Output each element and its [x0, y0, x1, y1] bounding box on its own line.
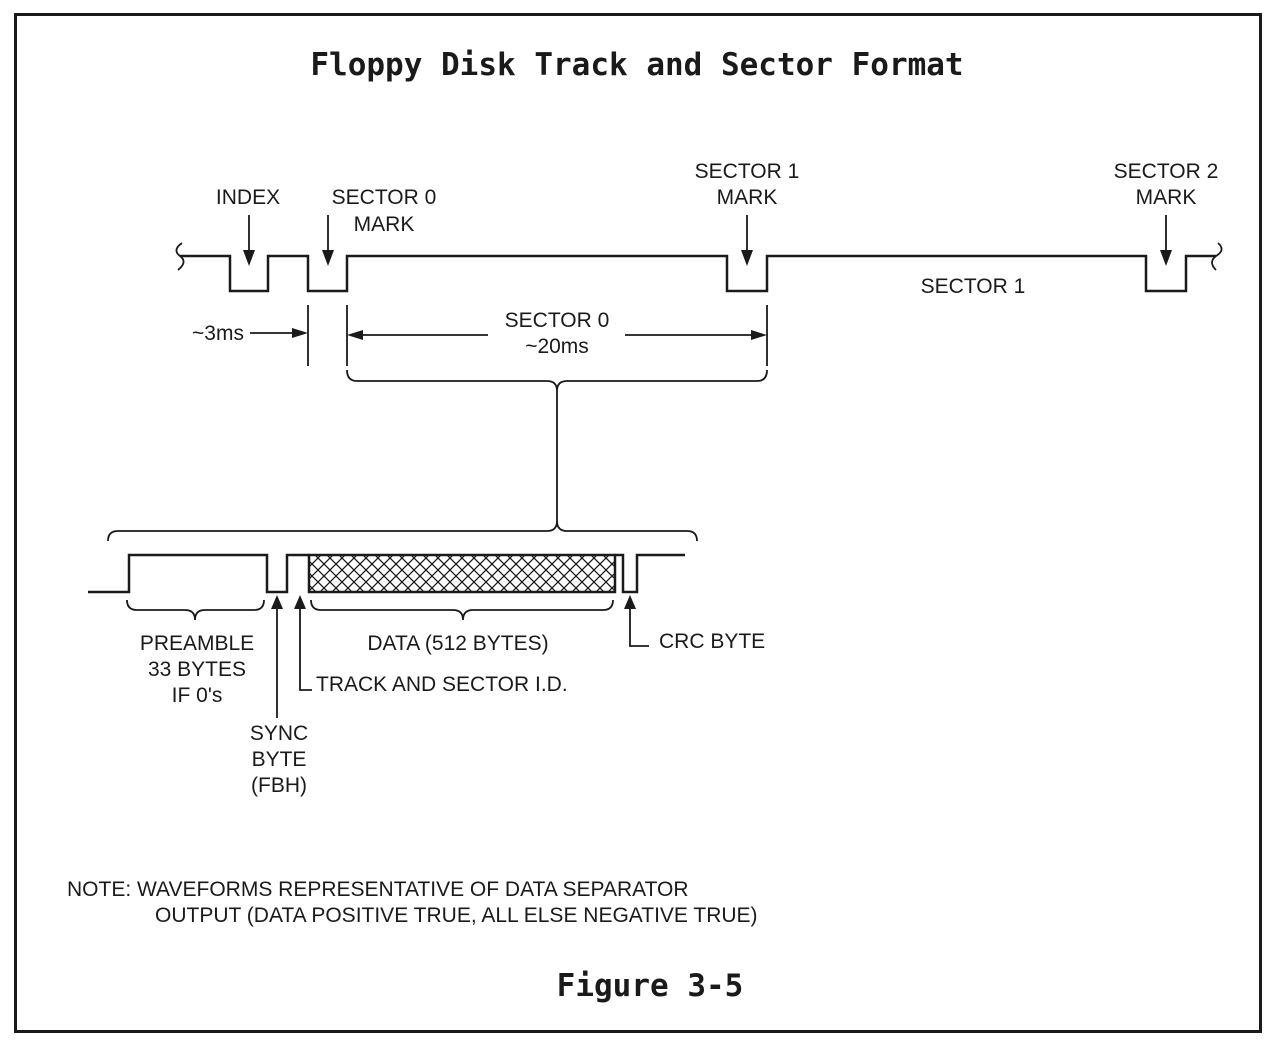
figure-frame	[14, 13, 1262, 1033]
break-mark-right	[1211, 242, 1223, 271]
preamble-label-line1: PREAMBLE	[140, 632, 254, 655]
sector0-mark-label-line2: MARK	[354, 213, 415, 236]
sync-label-line2: BYTE	[252, 748, 307, 771]
crc-leader	[629, 607, 649, 647]
detail-waveform-right	[615, 553, 685, 594]
top-waveform	[175, 242, 1223, 293]
gap-time-label: ~3ms	[192, 322, 244, 345]
sector1-region-label: SECTOR 1	[921, 275, 1026, 298]
data-label: DATA (512 BYTES)	[367, 632, 548, 655]
gap-dimension-arrowhead	[292, 328, 308, 338]
sector0-mark-arrowhead	[322, 250, 334, 266]
sector1-mark-label-line1: SECTOR 1	[695, 160, 800, 183]
crc-label: CRC BYTE	[659, 630, 765, 653]
preamble-brace	[126, 599, 265, 621]
index-arrowhead	[243, 250, 255, 266]
diagram-title: Floppy Disk Track and Sector Format	[310, 47, 963, 83]
index-label: INDEX	[216, 186, 280, 209]
sector1-mark-arrowhead	[741, 250, 753, 266]
sync-label-line1: SYNC	[250, 722, 308, 745]
detail-brace	[107, 520, 698, 542]
figure-label: Figure 3-5	[557, 968, 744, 1004]
sector0-mark-label-line1: SECTOR 0	[332, 186, 437, 209]
sector0-span-arrowhead-right	[751, 330, 767, 340]
sync-arrowhead	[271, 595, 283, 609]
sector0-brace	[346, 369, 768, 392]
preamble-label-line2: 33 BYTES	[148, 658, 246, 681]
track-id-arrowhead	[294, 595, 306, 609]
sector0-span-arrowhead-left	[347, 330, 363, 340]
note-line2: OUTPUT (DATA POSITIVE TRUE, ALL ELSE NEG…	[155, 904, 758, 927]
detail-waveform	[88, 553, 685, 594]
sector1-mark-label-line2: MARK	[717, 186, 778, 209]
sector2-mark-arrowhead	[1160, 250, 1172, 266]
data-brace	[310, 599, 614, 621]
sector2-mark-label-line2: MARK	[1136, 186, 1197, 209]
sector2-mark-label-line1: SECTOR 2	[1114, 160, 1219, 183]
crc-arrowhead	[624, 595, 636, 609]
track-waveform	[180, 254, 1216, 293]
detail-waveform-left	[88, 553, 309, 594]
sector0-span-label-line2: ~20ms	[525, 335, 589, 358]
data-block-hatched	[307, 553, 617, 594]
track-sector-id-label: TRACK AND SECTOR I.D.	[316, 673, 568, 696]
track-id-leader	[299, 607, 312, 691]
sync-label-line3: (FBH)	[251, 774, 307, 797]
note-line1: NOTE: WAVEFORMS REPRESENTATIVE OF DATA S…	[67, 878, 689, 901]
sector0-span-label-line1: SECTOR 0	[505, 309, 610, 332]
preamble-label-line3: IF 0's	[172, 684, 223, 707]
